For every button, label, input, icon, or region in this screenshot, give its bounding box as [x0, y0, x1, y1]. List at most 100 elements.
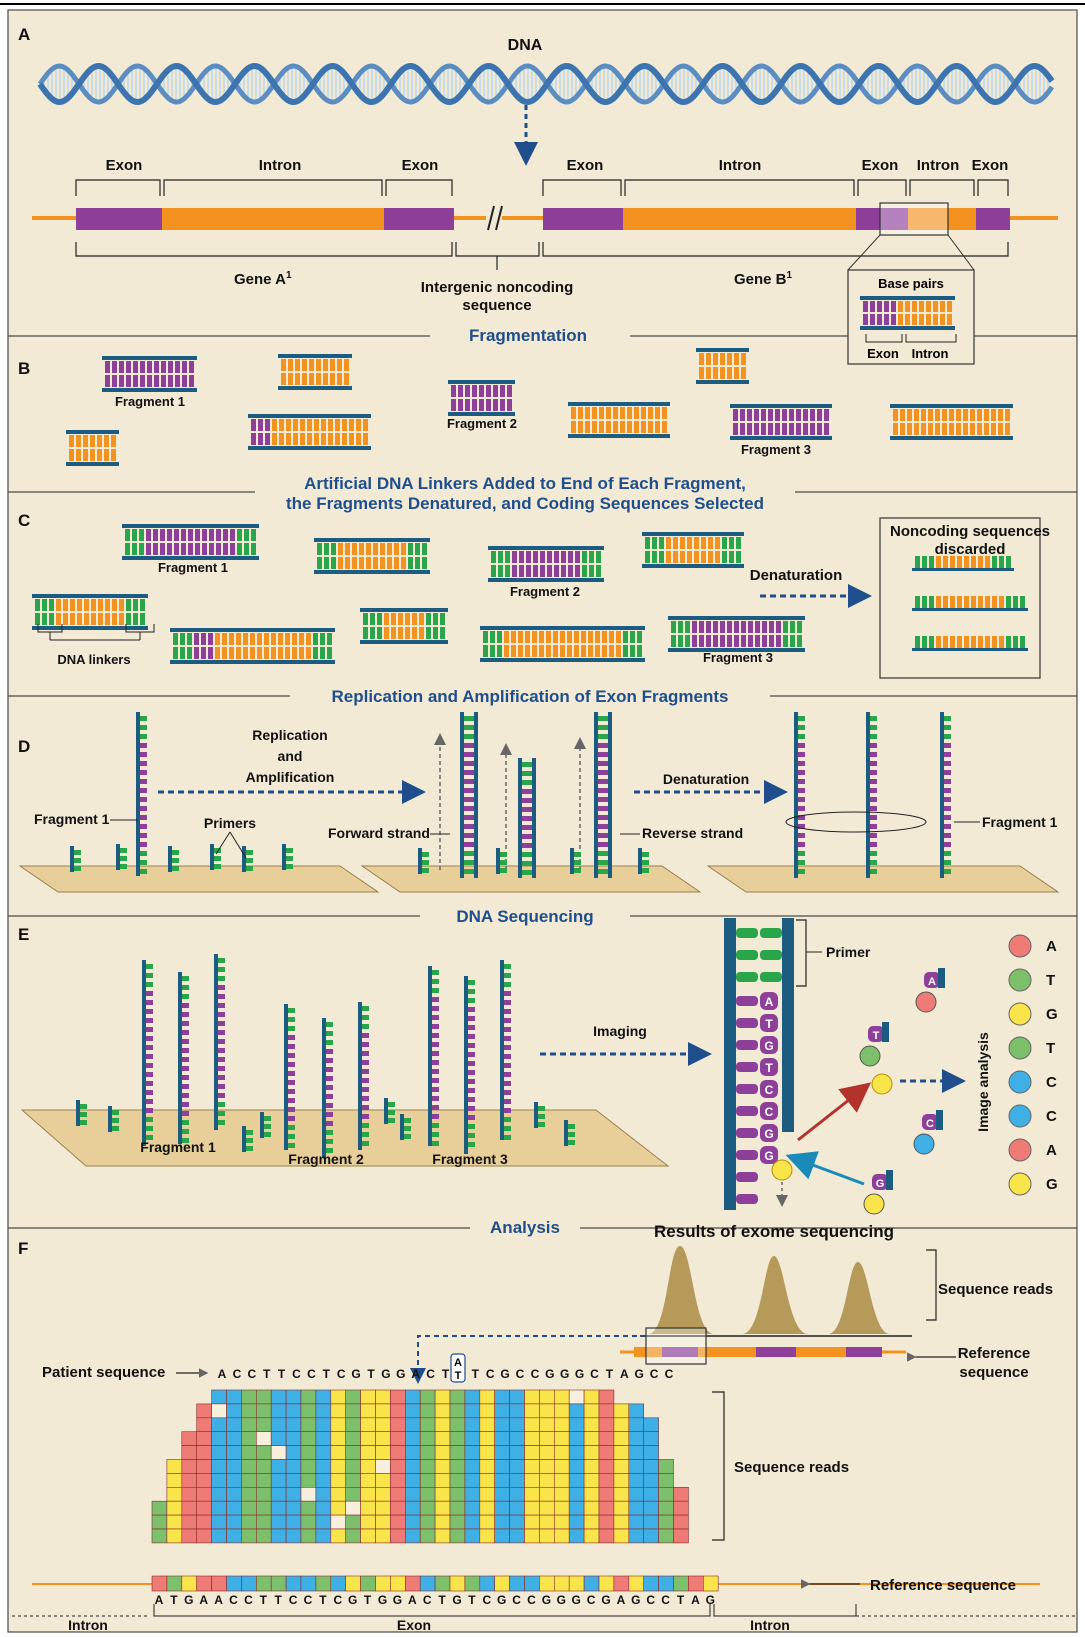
read-base-cell: [300, 1528, 317, 1544]
read-base-cell: [211, 1473, 227, 1488]
read-base-cell: [375, 1514, 391, 1530]
read-base-cell: [598, 1403, 615, 1419]
read-base-cell: [270, 1514, 287, 1530]
f-zoom-arrow: [410, 1335, 646, 1384]
read-base-cell: [404, 1403, 421, 1419]
break-mark: [487, 205, 503, 231]
read-base-cell: [524, 1528, 540, 1544]
read-base-cell: [628, 1403, 644, 1419]
read-base-cell: [509, 1445, 525, 1460]
reference-base-cell: [628, 1575, 644, 1592]
patient-base: T: [606, 1367, 614, 1381]
gene-b-exon2: [856, 208, 908, 230]
read-base-cell: [404, 1487, 421, 1502]
read-base-cell: [330, 1528, 346, 1544]
read-base-cell: [315, 1500, 332, 1516]
read-base-cell: [330, 1417, 346, 1433]
reference-base-cell: [285, 1575, 302, 1592]
section-sequencing: DNA Sequencing: [456, 907, 593, 926]
read-base-cell: [568, 1500, 585, 1516]
read-base-cell: [315, 1445, 332, 1460]
read-base-cell: [255, 1500, 272, 1516]
read-base-cell: [464, 1473, 481, 1488]
patient-base: C: [650, 1367, 659, 1381]
reference-base-letter: G: [184, 1593, 193, 1607]
panel-letter-a: A: [18, 25, 30, 44]
d-reverse-strand: [525, 758, 536, 878]
read-base-cell: [449, 1487, 466, 1502]
reference-base-letter: G: [393, 1593, 402, 1607]
zoom-box: [879, 202, 949, 236]
incorporated-base: [760, 1058, 778, 1076]
read-base-cell: [255, 1473, 272, 1488]
reference-base-letter: C: [482, 1593, 491, 1607]
read-base-cell: [449, 1389, 466, 1405]
primer-base: [760, 972, 782, 982]
gene-b-exon3-label: Exon: [972, 157, 1009, 174]
read-base-cell: [494, 1445, 510, 1460]
primer-base: [736, 950, 758, 960]
read-base-cell: [449, 1459, 466, 1474]
c-fragment2: [488, 546, 604, 582]
d-fragment1-strand: [136, 712, 147, 876]
read-base-cell: [196, 1431, 212, 1446]
read-base-cell: [598, 1487, 615, 1502]
read-base-cell: [539, 1389, 555, 1405]
read-base-cell: [375, 1431, 391, 1446]
read-base-cell: [285, 1473, 302, 1488]
read-base-cell: [434, 1487, 451, 1502]
read-base-cell: [658, 1487, 674, 1502]
incorporated-base-letter: G: [764, 1149, 773, 1163]
section-replication: Replication and Amplification of Exon Fr…: [331, 687, 728, 706]
reference-base-letter: C: [229, 1593, 238, 1607]
read-base-cell: [509, 1514, 525, 1530]
read-base-cell: [166, 1459, 183, 1474]
inset-duplex: [860, 296, 955, 330]
gene-a-exon2-label: Exon: [402, 157, 439, 174]
read-base-cell: [568, 1403, 585, 1419]
reference-base-letter: T: [170, 1593, 178, 1607]
read-base-cell: [553, 1389, 570, 1405]
read-base-cell: [270, 1473, 287, 1488]
patient-base: T: [472, 1367, 480, 1381]
read-base-cell: [524, 1473, 540, 1488]
d-primer: [282, 844, 293, 870]
incorporated-base-letter: G: [764, 1039, 773, 1053]
gene-b-intron1-label: Intron: [719, 157, 762, 174]
discard-line2: discarded: [935, 541, 1006, 558]
read-base-cell: [598, 1389, 615, 1405]
patient-base: C: [486, 1367, 495, 1381]
read-base-cell: [345, 1514, 361, 1530]
base-call-letter: G: [1046, 1006, 1058, 1023]
read-base-cell: [628, 1445, 644, 1460]
read-base-cell: [404, 1500, 421, 1516]
read-base-cell: [628, 1500, 644, 1516]
read-base-cell: [553, 1514, 570, 1530]
read-base-cell: [419, 1431, 436, 1446]
read-base-cell: [211, 1500, 227, 1516]
d-denatured-strand: [866, 712, 877, 878]
read-base-cell: [509, 1487, 525, 1502]
read-base-cell: [643, 1487, 659, 1502]
read-base-cell: [300, 1417, 317, 1433]
read-base-cell: [583, 1459, 600, 1474]
reference-base-cell: [539, 1575, 555, 1592]
section-linkers-line1: Artificial DNA Linkers Added to End of E…: [304, 474, 746, 493]
read-base-cell: [643, 1459, 659, 1474]
gene-a-exon1-label: Exon: [106, 157, 143, 174]
read-base-cell: [390, 1445, 406, 1460]
b-fragment-f: [890, 404, 1013, 440]
read-base-cell: [211, 1431, 227, 1446]
read-base-cell: [375, 1459, 391, 1474]
reference-base-cell: [226, 1575, 242, 1592]
read-base-cell: [524, 1431, 540, 1446]
read-base-cell: [211, 1389, 227, 1405]
read-base-cell: [285, 1417, 302, 1433]
template-base: [736, 1128, 758, 1138]
read-base-cell: [285, 1514, 302, 1530]
read-base-cell: [449, 1417, 466, 1433]
reference-base-letter: T: [468, 1593, 476, 1607]
read-base-cell: [360, 1528, 376, 1544]
free-nucleotide-letter: G: [876, 1178, 885, 1190]
